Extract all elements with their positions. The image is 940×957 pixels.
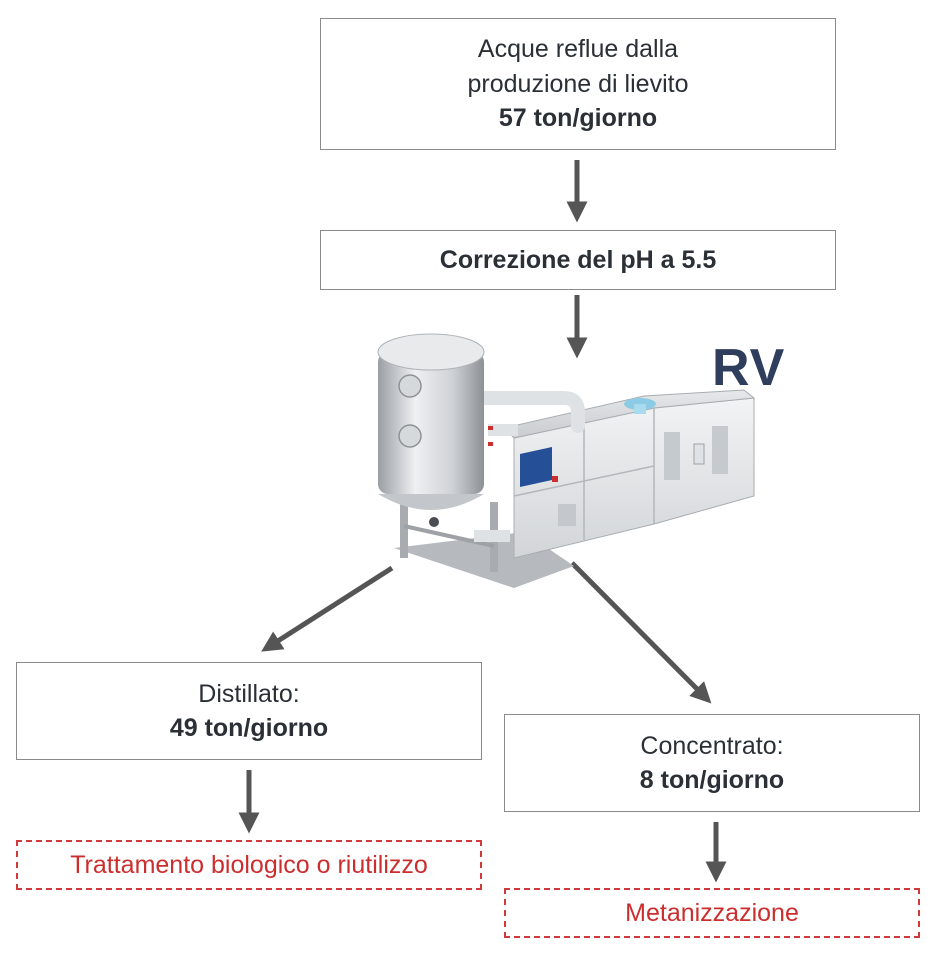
concentrate-label: Concentrato: bbox=[640, 731, 784, 760]
ph-correction-box: Correzione del pH a 5.5 bbox=[320, 230, 836, 290]
distillate-label: Distillato: bbox=[198, 679, 300, 708]
input-line1: Acque reflue dalla bbox=[477, 35, 679, 64]
input-amount: 57 ton/giorno bbox=[498, 104, 658, 133]
ph-correction-label: Correzione del pH a 5.5 bbox=[439, 245, 717, 274]
arrow-rv-to-distillate bbox=[261, 565, 394, 652]
input-box: Acque reflue dalla produzione di lievito… bbox=[320, 18, 836, 150]
distillate-amount: 49 ton/giorno bbox=[169, 714, 329, 742]
concentrate-amount: 8 ton/giorno bbox=[639, 766, 785, 794]
input-line2: produzione di lievito bbox=[467, 69, 689, 98]
rv-unit-label: RV bbox=[712, 339, 786, 397]
arrow-rv-to-concentrate bbox=[570, 561, 712, 704]
concentrate-destination: Metanizzazione bbox=[504, 888, 920, 938]
distillate-box: Distillato: 49 ton/giorno bbox=[16, 662, 482, 760]
distillate-destination: Trattamento biologico o riutilizzo bbox=[16, 840, 482, 890]
evaporator-illustration bbox=[377, 333, 756, 588]
concentrate-box: Concentrato: 8 ton/giorno bbox=[504, 714, 920, 812]
